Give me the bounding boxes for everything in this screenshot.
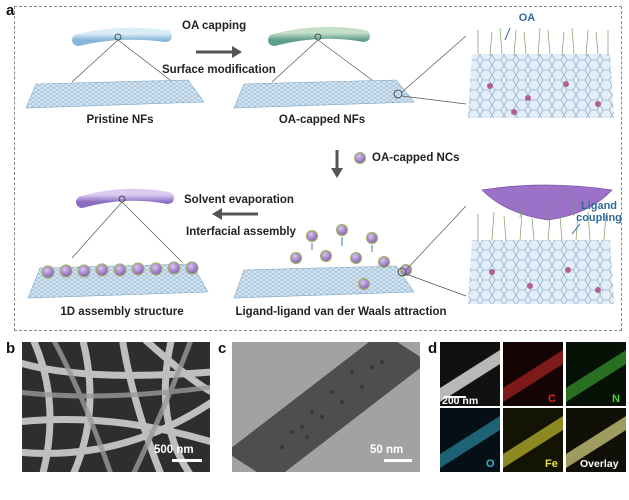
step1-line1: OA capping [182, 20, 247, 32]
sem-scale-label: 500 nm [154, 444, 194, 456]
panel-a-label: a [6, 2, 15, 19]
assembly-illustration [27, 188, 209, 299]
zoom-top-oa-label: OA [518, 12, 536, 24]
down-arrow [331, 150, 343, 178]
caption-vdw: Ligand-ligand van der Waals attraction [235, 306, 447, 318]
eds-tile-c-label: C [548, 393, 556, 405]
panel-a-frame [14, 6, 622, 331]
caption-capped: OA-capped NFs [278, 114, 366, 126]
panel-c-label: c [218, 340, 227, 357]
vdw-illustration [233, 205, 467, 299]
caption-assembly: 1D assembly structure [60, 306, 184, 318]
zoom-top-illustration [468, 14, 614, 122]
step1-arrow [196, 46, 242, 58]
step1-line2: Surface modification [162, 64, 276, 76]
zoom-bottom-illustration [468, 184, 614, 304]
caption-pristine: Pristine NFs [86, 114, 154, 126]
sem-image [22, 342, 210, 472]
eds-tile-o-label: O [486, 458, 495, 470]
pristine-nf-illustration [25, 27, 205, 109]
step2-line1: Solvent evaporation [184, 194, 294, 206]
eds-tile-fe-label: Fe [545, 458, 558, 470]
tem-image [232, 342, 420, 472]
eds-tile-overlay-label: Overlay [580, 458, 619, 470]
eds-scale-label: 200 nm [442, 395, 479, 407]
eds-grid [440, 342, 626, 472]
ligand-coupling-line2: coupling [576, 212, 622, 224]
ligand-coupling-line1: Ligand [580, 200, 618, 212]
panel-d-label: d [428, 340, 438, 357]
step2-line2: Interfacial assembly [186, 226, 296, 238]
nc-legend-icon [354, 152, 366, 164]
nc-legend-label: OA-capped NCs [372, 152, 460, 164]
panel-b-label: b [6, 340, 16, 357]
step2-arrow [212, 208, 258, 220]
tem-scale-label: 50 nm [370, 444, 404, 456]
capped-nf-illustration [233, 26, 467, 109]
eds-tile-n-label: N [612, 393, 620, 405]
